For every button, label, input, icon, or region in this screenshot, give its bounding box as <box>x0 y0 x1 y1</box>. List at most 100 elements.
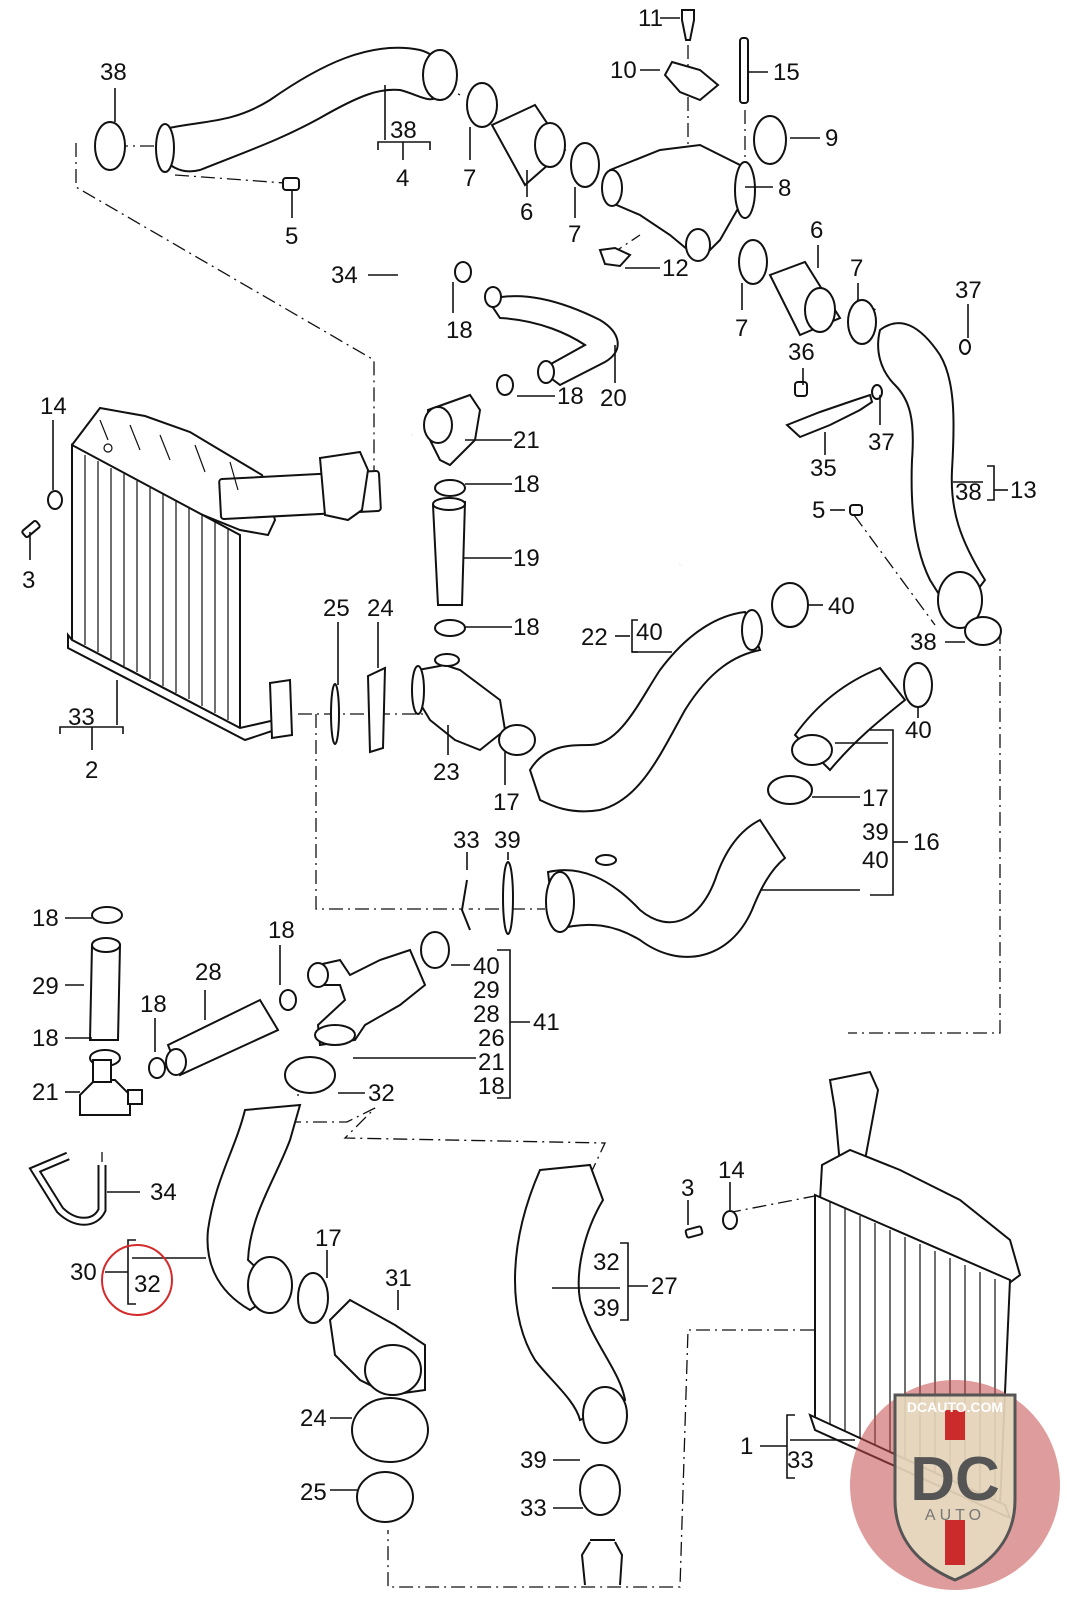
hose-icon <box>206 1103 302 1314</box>
callout-label: 39 <box>593 1295 620 1322</box>
hose-clamp-icon <box>148 1057 166 1079</box>
charge-pipe-icon <box>877 322 987 629</box>
o-ring-icon <box>502 861 514 935</box>
highlight-circle <box>101 1244 173 1316</box>
callout-label: 31 <box>385 1265 412 1292</box>
callout-label: 28 <box>473 1001 500 1028</box>
leader-lines <box>29 17 1008 1509</box>
watermark-text-bottom: AUTO <box>925 1507 985 1524</box>
callout-label: 37 <box>955 277 982 304</box>
callout-label: 33 <box>68 704 95 731</box>
hose-clamp-icon <box>496 374 514 396</box>
seal-ring-icon <box>330 683 340 745</box>
callout-label: 18 <box>32 905 59 932</box>
bellows-hose-icon <box>768 260 842 337</box>
callout-label: 40 <box>862 847 889 874</box>
callout-label: 16 <box>913 829 940 856</box>
callout-label: 21 <box>478 1049 505 1076</box>
callout-label: 27 <box>651 1273 678 1300</box>
callout-label: 17 <box>862 785 889 812</box>
callout-label: 26 <box>478 1025 505 1052</box>
callout-label: 20 <box>600 385 627 412</box>
callout-label: 32 <box>593 1249 620 1276</box>
callout-label: 6 <box>520 199 533 226</box>
bolt-icon <box>21 519 41 539</box>
callout-label: 21 <box>32 1079 59 1106</box>
callout-label: 5 <box>812 497 825 524</box>
hose-clamp-icon <box>767 775 813 805</box>
hose-clamp-icon <box>434 619 466 637</box>
callout-label: 5 <box>285 223 298 250</box>
assembly-line <box>726 1194 821 1214</box>
callout-label: 3 <box>681 1175 694 1202</box>
clip-icon <box>598 246 632 268</box>
elbow-pipe-icon <box>307 948 427 1047</box>
screw-icon <box>794 381 808 397</box>
callout-label: 34 <box>150 1179 177 1206</box>
grommet-icon <box>47 490 63 510</box>
y-pipe-icon <box>601 143 756 262</box>
hose-clamp-icon <box>284 1056 336 1094</box>
callout-label: 18 <box>140 991 167 1018</box>
callout-label: 38 <box>390 117 417 144</box>
callout-label: 37 <box>868 429 895 456</box>
callout-label: 33 <box>520 1495 547 1522</box>
callout-label: 29 <box>32 973 59 1000</box>
retaining-clip-icon <box>580 1539 624 1586</box>
callout-label: 39 <box>862 819 889 846</box>
callout-label: 25 <box>323 595 350 622</box>
hose-clamp-icon <box>91 906 123 924</box>
callout-label: 21 <box>513 427 540 454</box>
callout-label: 23 <box>433 759 460 786</box>
hose-icon <box>545 818 787 958</box>
assembly-line <box>287 1107 607 1176</box>
callout-label: 7 <box>735 315 748 342</box>
screw-icon <box>849 504 863 516</box>
callout-label: 34 <box>331 262 358 289</box>
hose-clamp-icon <box>466 82 498 128</box>
assembly-line <box>848 630 1001 1034</box>
hose-icon <box>514 1163 628 1444</box>
callout-label: 10 <box>610 57 637 84</box>
screw-icon <box>282 177 300 191</box>
o-ring-icon <box>420 931 450 969</box>
bracket-pipe-icon <box>785 393 874 439</box>
callout-label: 40 <box>828 593 855 620</box>
callout-label: 41 <box>533 1009 560 1036</box>
callout-label: 28 <box>195 959 222 986</box>
retaining-clip-icon <box>460 879 471 931</box>
callout-label: 29 <box>473 977 500 1004</box>
sensor-icon <box>663 60 720 102</box>
callout-label: 14 <box>40 393 67 420</box>
hose-clamp-icon <box>847 299 877 345</box>
o-ring-icon <box>959 339 971 355</box>
callout-label: 38 <box>100 59 127 86</box>
callout-label: 40 <box>473 953 500 980</box>
elbow-hose-icon <box>328 1298 426 1397</box>
callout-label: 13 <box>1010 477 1037 504</box>
callout-label: 30 <box>70 1259 97 1286</box>
hose-icon <box>431 497 467 606</box>
vent-line-icon <box>403 215 764 567</box>
bolt-icon <box>684 1225 704 1239</box>
o-ring-icon <box>94 121 126 171</box>
callout-label: 6 <box>810 217 823 244</box>
callout-label: 18 <box>32 1025 59 1052</box>
callout-label: 2 <box>85 757 98 784</box>
callout-label: 18 <box>268 917 295 944</box>
callout-label: 4 <box>396 165 409 192</box>
callout-label: 14 <box>718 1157 745 1184</box>
clamp-ring-icon <box>351 1397 429 1463</box>
callout-label: 11 <box>638 5 663 32</box>
hose-icon <box>88 937 122 1041</box>
callout-label: 24 <box>367 595 394 622</box>
callout-label: 8 <box>778 175 791 202</box>
callout-label: 39 <box>520 1447 547 1474</box>
assembly-line <box>853 514 936 626</box>
hose-icon <box>528 609 763 813</box>
callout-label: 7 <box>463 165 476 192</box>
callout-label: 7 <box>568 221 581 248</box>
o-ring-icon <box>579 1464 621 1516</box>
callout-label: 33 <box>787 1447 814 1474</box>
